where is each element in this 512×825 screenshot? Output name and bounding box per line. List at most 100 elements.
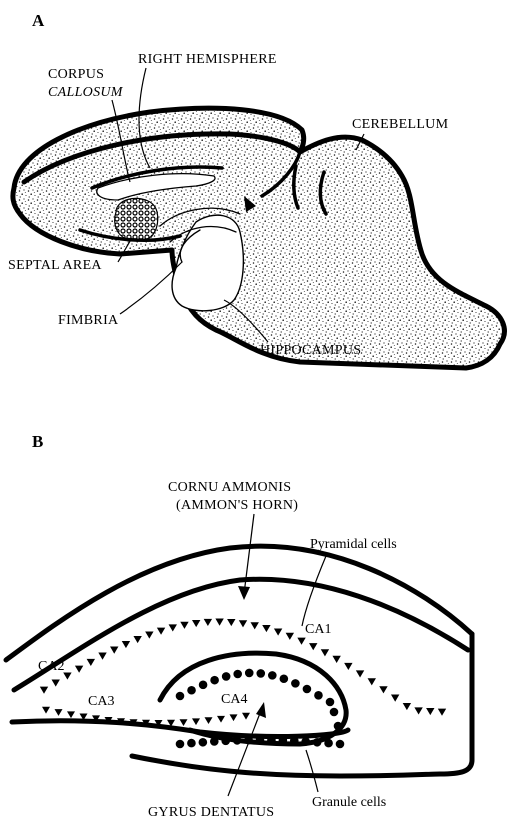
- pyramidal-cell: [52, 680, 60, 687]
- gyrus-dentatus-arrowhead: [256, 702, 266, 718]
- pyramidal-cell: [180, 622, 188, 629]
- pyramidal-cell: [379, 686, 387, 693]
- lower-boundary: [12, 721, 348, 737]
- granule-cell: [256, 736, 265, 745]
- granule-cell: [314, 691, 323, 700]
- ca3-cell: [230, 714, 238, 721]
- gyrus-dentatus-arrow-line: [228, 708, 262, 796]
- granule-cell: [301, 737, 310, 746]
- pyramidal-cell: [262, 625, 270, 632]
- granule-cell: [279, 736, 288, 745]
- ca3-cell: [192, 718, 200, 725]
- granule-cell: [199, 681, 208, 690]
- granule-cell: [324, 739, 333, 748]
- granule-cell: [210, 676, 219, 685]
- pyramidal-cell: [438, 709, 446, 716]
- callosum-label: CALLOSUM: [48, 85, 124, 100]
- pyramidal-cell: [356, 670, 364, 677]
- pyramidal-cell: [40, 687, 48, 694]
- ca2-label: CA2: [38, 659, 64, 674]
- pyramidal-cell: [414, 707, 422, 714]
- ca3-cell: [55, 709, 63, 716]
- granule-cell: [245, 669, 254, 678]
- pyramidal-cell: [63, 672, 71, 679]
- granule-cell: [187, 686, 196, 695]
- pyramidal-cell: [122, 641, 130, 648]
- pyramidal-cell: [75, 666, 83, 673]
- ca4-label: CA4: [221, 692, 247, 707]
- pyramidal-cell: [145, 631, 153, 638]
- ca3-cell: [180, 719, 188, 726]
- pyramidal-cell: [192, 620, 200, 627]
- granule-cell: [303, 685, 312, 694]
- granule-cell: [336, 740, 345, 749]
- septal-area-label: SEPTAL AREA: [8, 258, 102, 273]
- ca3-cell: [42, 707, 50, 714]
- pyramidal-cell: [274, 629, 282, 636]
- panel-a-letter: A: [32, 11, 45, 30]
- cerebellum-label: CEREBELLUM: [352, 117, 449, 132]
- ca1-label: CA1: [305, 622, 331, 637]
- granule-cells-leader: [306, 750, 318, 792]
- pyramidal-cell: [332, 656, 340, 663]
- granule-cell: [199, 738, 208, 747]
- brain-outline: [13, 108, 505, 368]
- pyramidal-cells-leader: [302, 556, 326, 626]
- pyramidal-cell: [251, 622, 259, 629]
- granule-cell: [280, 674, 289, 683]
- granule-cell: [210, 737, 219, 746]
- granule-cell: [233, 670, 242, 679]
- gyrus-dentatus-label: GYRUS DENTATUS: [148, 805, 274, 820]
- granule-cell: [326, 698, 335, 707]
- bottom-boundary: [132, 756, 440, 776]
- pyramidal-cell: [227, 619, 235, 626]
- granule-cell: [334, 722, 343, 731]
- pyramidal-cell: [309, 643, 317, 650]
- ca3-label: CA3: [88, 694, 114, 709]
- ca3-cell: [242, 713, 250, 720]
- pyramidal-cells-label: Pyramidal cells: [310, 537, 397, 552]
- fimbria-label: FIMBRIA: [58, 313, 119, 328]
- panel-b: B CORNU AMMONIS (AMMON'S HORN) CA1 CA2 C…: [6, 432, 472, 820]
- ca3-cell: [67, 711, 75, 718]
- pyramidal-cell: [391, 695, 399, 702]
- pyramidal-cell: [98, 653, 106, 660]
- granule-cell: [313, 738, 322, 747]
- septal-area-shape: [115, 198, 158, 241]
- granule-cell: [268, 671, 277, 680]
- granule-cell: [267, 736, 276, 745]
- right-end-closure: [440, 634, 472, 774]
- granule-cell: [256, 669, 265, 678]
- ammons-horn-label: (AMMON'S HORN): [176, 498, 298, 513]
- granule-cell: [187, 739, 196, 748]
- pyramidal-cell: [215, 619, 223, 626]
- pyramidal-cell: [344, 663, 352, 670]
- pyramidal-cell: [368, 678, 376, 685]
- cornu-ammonis-label: CORNU AMMONIS: [168, 480, 291, 495]
- pyramidal-cell: [286, 633, 294, 640]
- granule-cell: [176, 740, 185, 749]
- pyramidal-cell: [169, 624, 177, 631]
- pyramidal-cell: [157, 628, 165, 635]
- pyramidal-cell: [403, 703, 411, 710]
- granule-cell: [290, 737, 299, 746]
- corpus-label: CORPUS: [48, 67, 104, 82]
- granule-cell: [330, 708, 339, 717]
- outer-boundary-top: [6, 546, 472, 660]
- granule-cell: [222, 672, 231, 681]
- pyramidal-cell: [87, 659, 95, 666]
- ca3-cell: [217, 716, 225, 723]
- ca3-cell: [205, 717, 213, 724]
- pyramidal-cell: [133, 636, 141, 643]
- pyramidal-cell: [297, 638, 305, 645]
- ca3-cell-layer: [42, 707, 250, 727]
- cornu-ammonis-arrowhead: [238, 586, 250, 600]
- pyramidal-cell: [426, 708, 434, 715]
- pyramidal-cell: [110, 647, 118, 654]
- granule-cell: [221, 737, 230, 746]
- granule-cell: [291, 679, 300, 688]
- hippocampus-label: HIPPOCAMPUS: [260, 343, 361, 358]
- panel-b-letter: B: [32, 432, 43, 451]
- pyramidal-cell: [321, 649, 329, 656]
